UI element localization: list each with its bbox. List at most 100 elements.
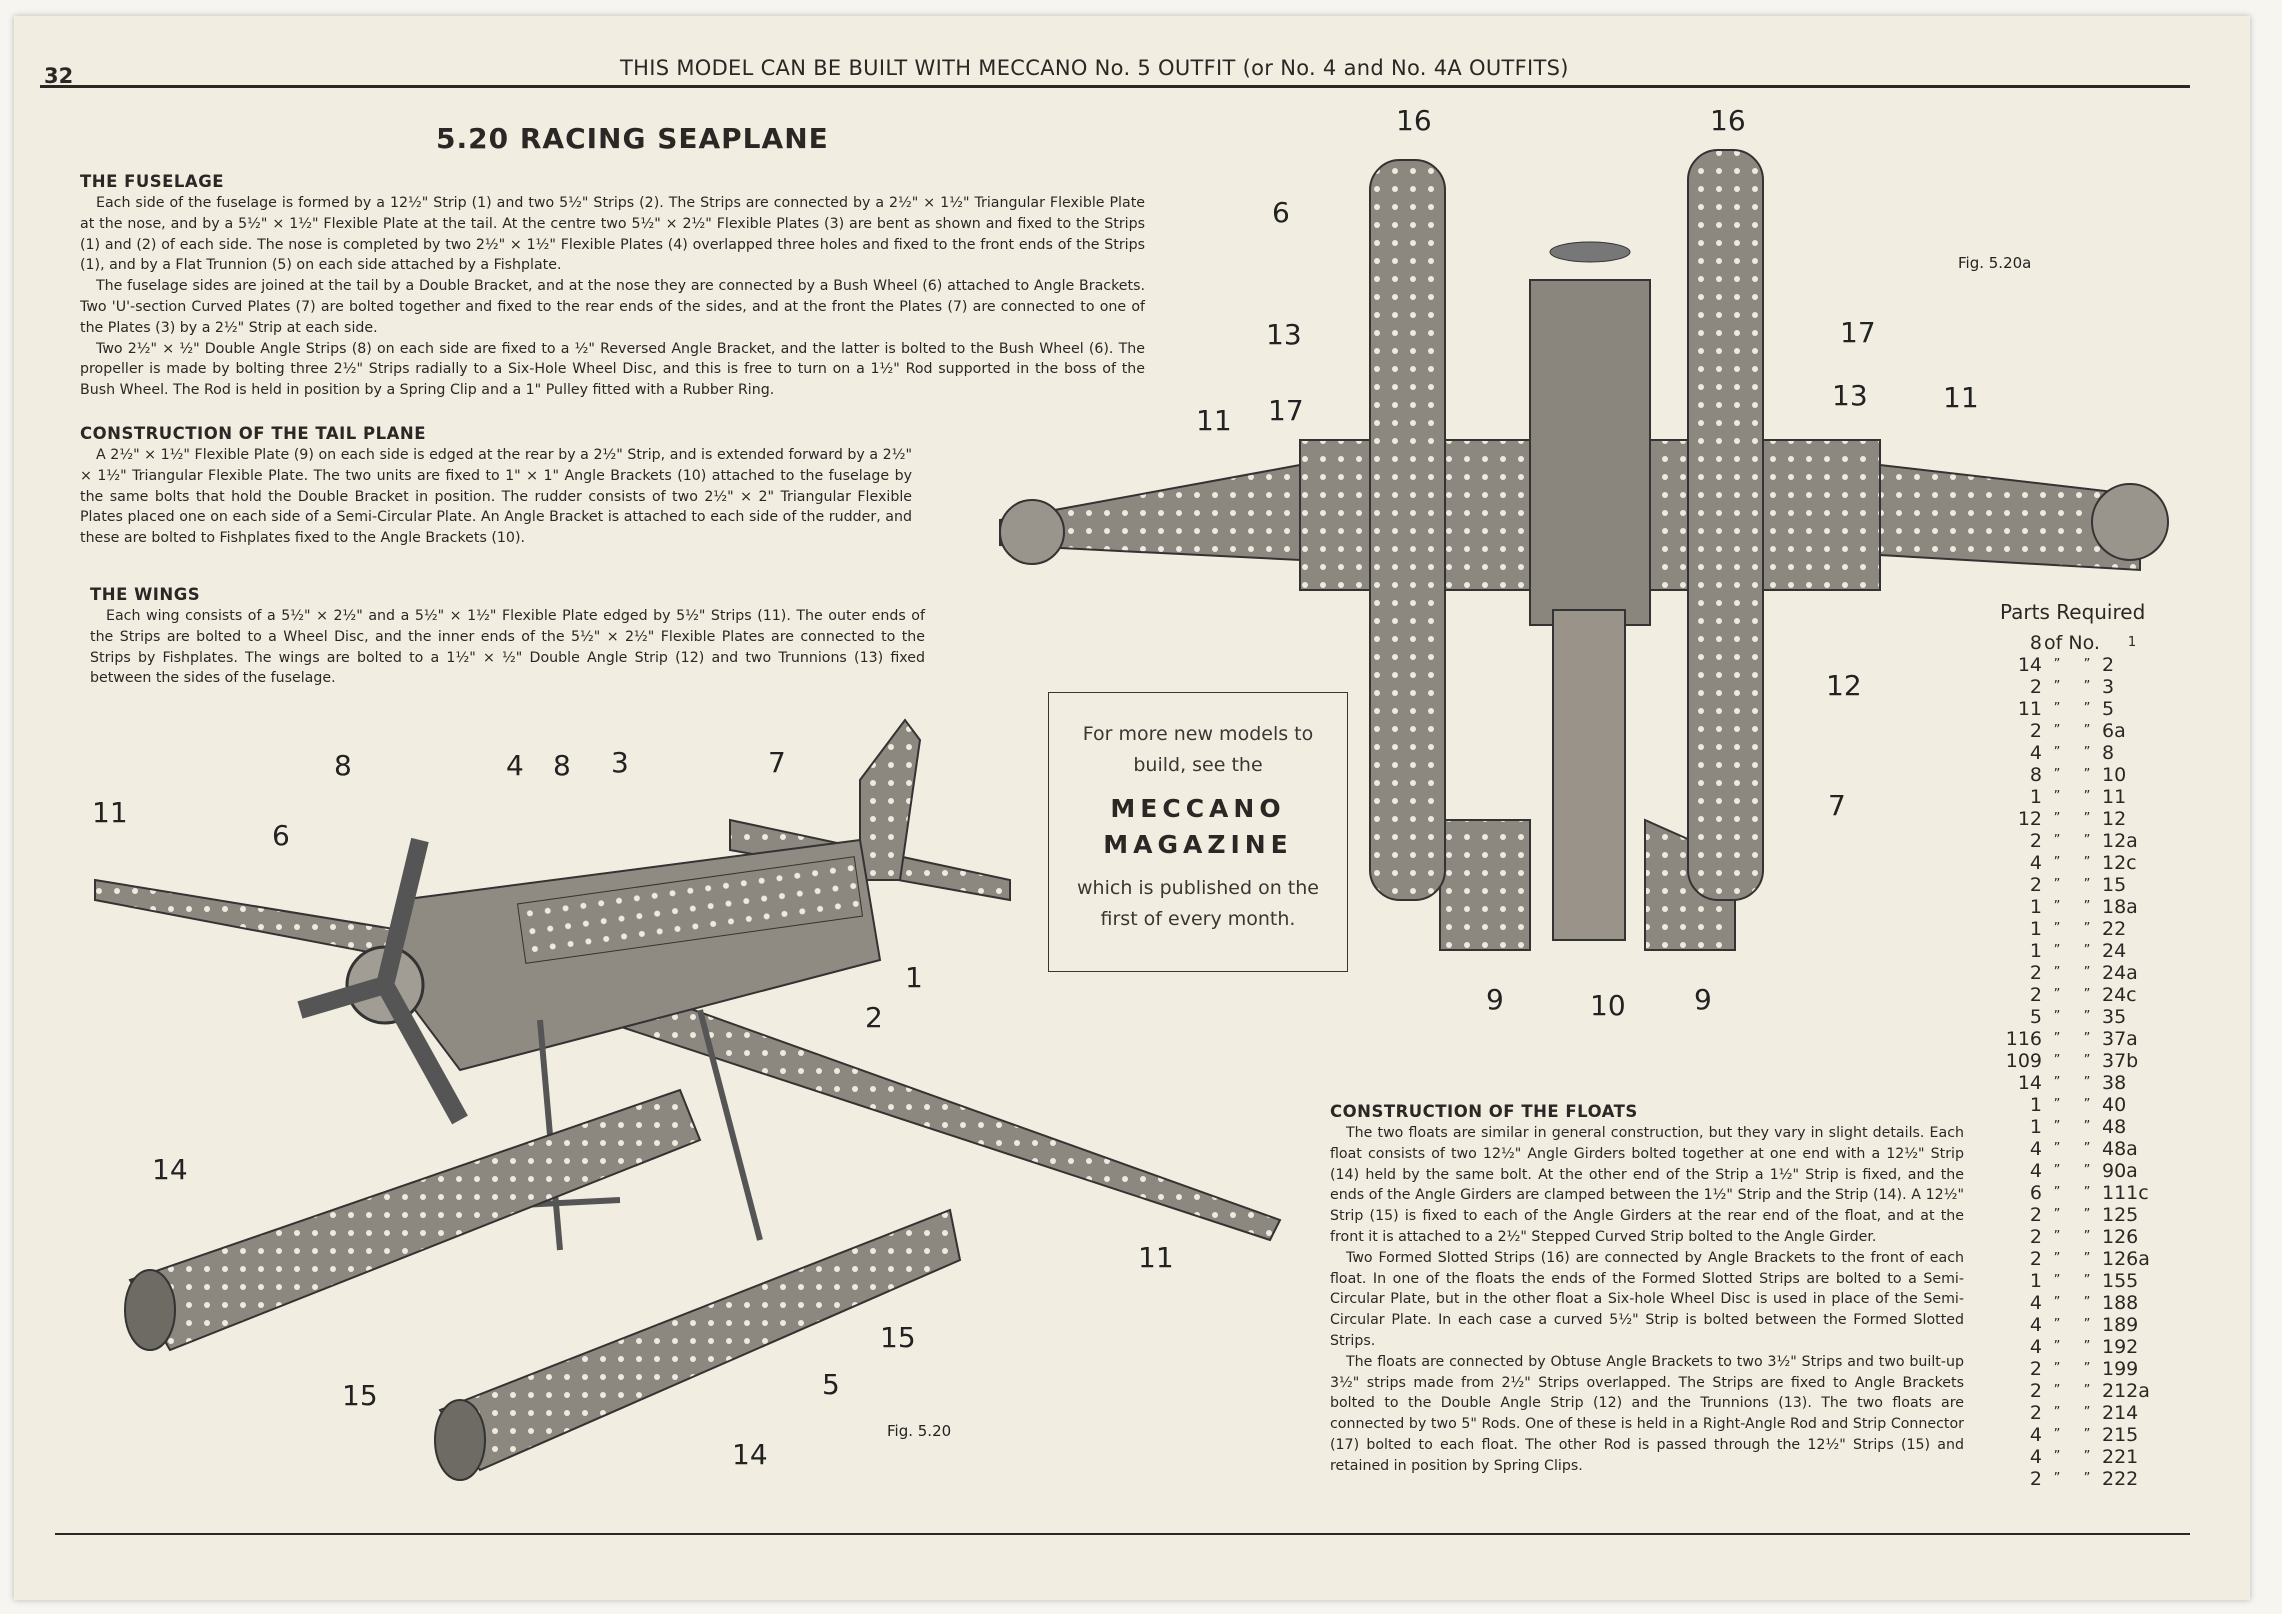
part-number: 126a (2102, 1248, 2150, 1270)
callout-label: 12 (1826, 669, 1862, 702)
callout-label: 16 (1396, 104, 1432, 137)
callout-label: 3 (611, 746, 629, 779)
part-quantity: 1 (2029, 940, 2042, 962)
part-number: 189 (2102, 1314, 2139, 1336)
part-number: 35 (2102, 1006, 2127, 1028)
parts-row: 6””111c (2000, 1182, 2170, 1204)
callout-label: 11 (1943, 381, 1979, 414)
part-quantity: 2 (2029, 720, 2042, 742)
footer-rule (55, 1533, 2190, 1535)
part-quantity: 4 (2029, 1160, 2042, 1182)
callout-label: 8 (334, 749, 352, 782)
parts-row: 2””24c (2000, 984, 2170, 1006)
parts-row: 2””6a (2000, 720, 2170, 742)
magazine-name: MECCANO (1110, 794, 1286, 823)
ditto-mark: ” (2083, 745, 2091, 760)
part-quantity: 4 (2029, 1138, 2042, 1160)
ditto-mark: ” (2083, 1471, 2091, 1486)
ditto-mark: ” (2083, 1405, 2091, 1420)
part-number: 24a (2102, 962, 2138, 984)
part-quantity: 1 (2029, 896, 2042, 918)
ditto-mark: ” (2053, 1449, 2061, 1464)
parts-row: 12””12 (2000, 808, 2170, 830)
part-quantity: 2 (2029, 1358, 2042, 1380)
section-tail-plane: CONSTRUCTION OF THE TAIL PLANE A 2½" × 1… (80, 424, 912, 549)
ditto-mark: ” (2083, 1031, 2091, 1046)
page-header: THIS MODEL CAN BE BUILT WITH MECCANO No.… (620, 56, 1569, 80)
ditto-mark: ” (2053, 1273, 2061, 1288)
part-quantity: 6 (2029, 1182, 2042, 1204)
ditto-mark: ” (2053, 811, 2061, 826)
part-number: 24c (2102, 984, 2137, 1006)
callout-label: 15 (880, 1321, 916, 1354)
parts-row: 4””192 (2000, 1336, 2170, 1358)
part-quantity: 2 (2029, 676, 2042, 698)
part-number: 10 (2102, 764, 2127, 786)
parts-row: 4””48a (2000, 1138, 2170, 1160)
part-quantity: 5 (2029, 1006, 2042, 1028)
ditto-mark: ” (2053, 1119, 2061, 1134)
ditto-mark: ” (2053, 1361, 2061, 1376)
part-number: 188 (2102, 1292, 2139, 1314)
callout-label: 9 (1486, 983, 1504, 1016)
part-number: 126 (2102, 1226, 2139, 1248)
parts-row: 4””8 (2000, 742, 2170, 764)
part-quantity: 2 (2029, 1468, 2042, 1490)
callout-label: 14 (732, 1438, 768, 1471)
ditto-mark: ” (2083, 987, 2091, 1002)
part-number: 48a (2102, 1138, 2138, 1160)
magazine-name: MAGAZINE (1103, 830, 1293, 859)
part-number: 6a (2102, 720, 2126, 742)
perspective-seaplane-illustration (94, 718, 1282, 1481)
part-number: 38 (2102, 1072, 2127, 1094)
ditto-mark: ” (2083, 943, 2091, 958)
ditto-mark: ” (2083, 899, 2091, 914)
part-quantity: 8 (2029, 632, 2042, 654)
part-number: 215 (2102, 1424, 2139, 1446)
ditto-mark: ” (2053, 1053, 2061, 1068)
ditto-mark: ” (2053, 1317, 2061, 1332)
promo-text: first of every month. (1100, 908, 1296, 930)
parts-row: 11””5 (2000, 698, 2170, 720)
ditto-mark: ” (2053, 701, 2061, 716)
paragraph: Two 2½" × ½" Double Angle Strips (8) on … (80, 340, 1145, 399)
ditto-mark: ” (2053, 1383, 2061, 1398)
parts-row: 2 ” ” 199 (2000, 1358, 2170, 1380)
part-quantity: 1 (2029, 1094, 2042, 1116)
part-quantity: 4 (2029, 1336, 2042, 1358)
ditto-mark: ” (2083, 1119, 2091, 1134)
part-quantity: 1 (2029, 1270, 2042, 1292)
callout-label: 7 (768, 746, 786, 779)
part-quantity: 2 (2029, 1248, 2042, 1270)
callout-label: 17 (1268, 394, 1304, 427)
part-number: 1 (2127, 635, 2137, 650)
part-number: 199 (2102, 1358, 2139, 1380)
figure-caption: Fig. 5.20a (1958, 254, 2031, 272)
part-number: 40 (2102, 1094, 2127, 1116)
part-quantity: 2 (2029, 874, 2042, 896)
ditto-mark: ” (2083, 1361, 2091, 1376)
ditto-mark: ” (2053, 1207, 2061, 1222)
part-quantity: 2 (2029, 1204, 2042, 1226)
ditto-mark: ” (2083, 1097, 2091, 1112)
ditto-mark: ” (2083, 1383, 2091, 1398)
callout-labels: 11 6 8 4 8 3 7 1 2 14 11 15 15 5 14 Fig.… (92, 104, 2031, 1471)
part-quantity: 1 (2029, 918, 2042, 940)
callout-label: 1 (905, 961, 923, 994)
part-number: 12c (2102, 852, 2137, 874)
meccano-magazine-promo: For more new models to build, see the ME… (1048, 692, 1348, 972)
callout-label: 11 (1196, 404, 1232, 437)
part-number: 37a (2102, 1028, 2138, 1050)
ditto-mark: ” (2083, 965, 2091, 980)
ditto-mark: ” (2053, 1471, 2061, 1486)
page (14, 16, 2250, 1600)
part-quantity: 2 (2029, 1402, 2042, 1424)
part-quantity: 4 (2029, 852, 2042, 874)
callout-label: 16 (1710, 104, 1746, 137)
ditto-mark: ” (2053, 657, 2061, 672)
callout-label: 15 (342, 1379, 378, 1412)
ditto-mark: ” (2053, 833, 2061, 848)
parts-row: 1””48 (2000, 1116, 2170, 1138)
parts-row: 4””221 (2000, 1446, 2170, 1468)
